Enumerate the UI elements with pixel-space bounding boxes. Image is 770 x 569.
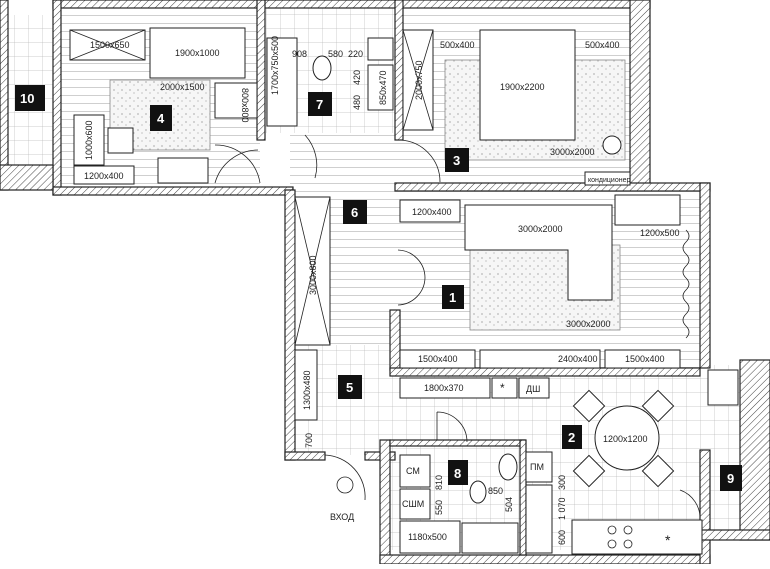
fridge-label: ПМ <box>530 462 544 472</box>
unit-label: 1500x400 <box>625 354 665 364</box>
room-5-hall: 1300x480 5 700 ВХОД <box>294 349 468 522</box>
shelf-label: 1800x370 <box>424 383 464 393</box>
bed-label: 1900x2200 <box>500 82 545 92</box>
wardrobe-label: 2000x750 <box>414 60 424 100</box>
room-number-1: 1 <box>449 290 456 305</box>
room-8-bathroom: СМ СШМ 1180x500 810 550 8 850 504 <box>399 453 519 554</box>
room-number-9: 9 <box>727 471 734 486</box>
dim-600: 600 <box>557 530 567 545</box>
nightstand-label: 500x400 <box>440 40 475 50</box>
room-3-bedroom: 2000x750 500x400 500x400 1900x2200 3000x… <box>399 29 631 186</box>
room-2-kitchen: 1800x370 * ДШ 1200x1200 2 300 1 070 600 … <box>399 377 703 555</box>
nightstand-label: 500x400 <box>585 40 620 50</box>
bath-label: 1700x750x500 <box>270 36 280 95</box>
ac-label: кондиционер <box>588 177 630 184</box>
tv-label: 2400x400 <box>558 354 598 364</box>
room-9-balcony: 9 <box>707 369 742 491</box>
wardrobe-label: 1500x650 <box>90 40 130 50</box>
room-number-4: 4 <box>157 111 165 126</box>
rug-label: 3000x2000 <box>566 319 611 329</box>
wardrobe-label: 3000x800 <box>308 255 318 295</box>
cabinet-label: 1180x500 <box>408 532 447 542</box>
chest-label: 1200x400 <box>412 207 452 217</box>
dim-850: 850 <box>488 486 503 496</box>
svg-text:*: * <box>665 532 671 548</box>
room-number-3: 3 <box>453 153 460 168</box>
dim-420: 420 <box>352 70 362 85</box>
dim-300: 300 <box>557 475 567 490</box>
svg-text:*: * <box>500 381 505 395</box>
room-number-10: 10 <box>20 91 34 106</box>
room-number-6: 6 <box>351 205 358 220</box>
rug-label: 3000x2000 <box>550 147 595 157</box>
dim-480: 480 <box>352 95 362 110</box>
dim-810: 810 <box>434 475 444 490</box>
desk-label: 1200x500 <box>640 228 680 238</box>
bed-label: 1900x1000 <box>175 48 220 58</box>
chair-label: 800x800 <box>240 88 250 123</box>
sink-label: 850x470 <box>378 70 388 105</box>
room-number-2: 2 <box>568 430 575 445</box>
chest-label: 1200x400 <box>84 171 124 181</box>
dim-908: 908 <box>292 49 307 59</box>
sofa-label: 3000x2000 <box>518 224 563 234</box>
unit-label: 1500x400 <box>418 354 458 364</box>
dim-550: 550 <box>434 500 444 515</box>
room-4-furniture: 1500x650 1900x1000 2000x1500 800x800 100… <box>69 27 259 185</box>
desk-label: 1000x600 <box>84 120 94 160</box>
room-6-corridor: 3000x800 6 <box>214 134 426 346</box>
washer-label: СМ <box>406 466 420 476</box>
room-number-7: 7 <box>316 97 323 112</box>
dim-580: 580 <box>328 49 343 59</box>
dishwasher-label: ДШ <box>526 384 540 394</box>
room-number-8: 8 <box>454 466 461 481</box>
entrance-label: ВХОД <box>330 512 354 522</box>
dryer-label: СШМ <box>402 499 424 509</box>
room-10: 10 <box>15 85 45 111</box>
shelf-label: 1300x480 <box>302 370 312 410</box>
table-label: 1200x1200 <box>603 434 648 444</box>
room-number-5: 5 <box>346 380 353 395</box>
rug-label: 2000x1500 <box>160 82 205 92</box>
room-1-living: 1200x400 3000x2000 3000x2000 1200x500 1 … <box>399 194 690 369</box>
room-7-bathroom: 1700x750x500 908 580 220 420 480 850x470… <box>266 36 394 127</box>
dim-700: 700 <box>304 433 314 448</box>
dim-220: 220 <box>348 49 363 59</box>
dim-1070: 1 070 <box>557 497 567 520</box>
dim-504: 504 <box>504 497 514 512</box>
